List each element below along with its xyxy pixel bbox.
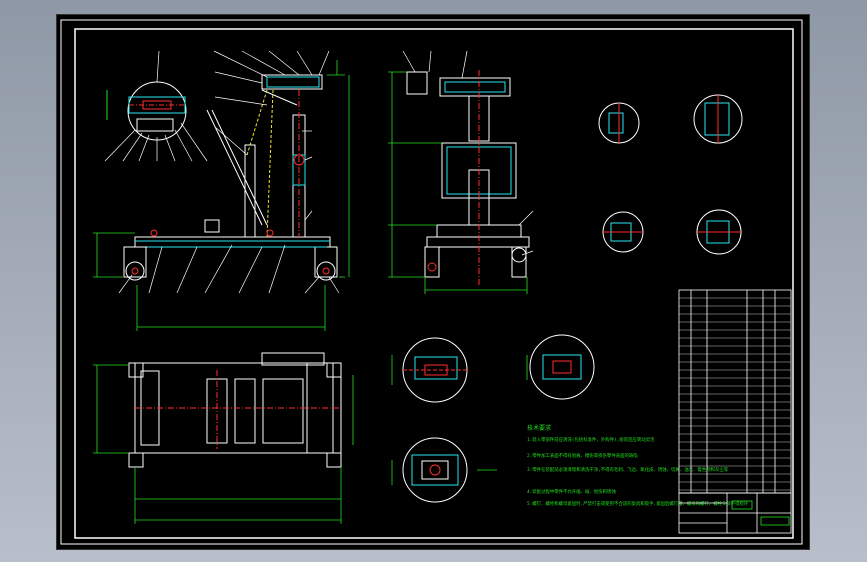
section-details (391, 334, 595, 503)
technical-requirements: 技术要求 1.装入零部件前应清洗(包括标准件、外购件),组装后应转动灵活 2.零… (527, 424, 749, 507)
front-elevation-view (93, 50, 350, 331)
inner-frame (74, 28, 794, 539)
tech-req-title: 技术要求 (527, 424, 551, 432)
tech-req-2: 2.零件加工表面不得有划痕、擦伤等损伤零件表面的缺陷 (527, 452, 638, 459)
parts-list (678, 289, 792, 494)
tech-req-3: 3.零件在装配前必须清理和清洗干净,不得有毛刺、飞边、氧化皮、锈蚀、切屑、油污、… (527, 466, 729, 473)
cad-drawing-sheet: 技术要求 1.装入零部件前应清洗(包括标准件、外购件),组装后应转动灵活 2.零… (56, 14, 810, 550)
tech-req-5: 5.螺钉、螺栓和螺母紧固时,严禁打击或使用不合适的旋具和扳手,紧固后螺钉槽、螺母… (527, 500, 749, 507)
detail-view-a (104, 50, 208, 162)
side-elevation-view (388, 50, 534, 294)
right-detail-views (598, 94, 743, 255)
tech-req-4: 4.装配过程中零件不允许磕、碰、划伤和锈蚀 (527, 488, 616, 495)
plan-view (93, 352, 354, 524)
title-block (678, 492, 792, 534)
outer-frame (60, 19, 803, 545)
parts-list-rows (679, 297, 791, 491)
cad-drawing: 技术要求 1.装入零部件前应清洗(包括标准件、外购件),组装后应转动灵活 2.零… (60, 19, 803, 545)
tech-req-1: 1.装入零部件前应清洗(包括标准件、外购件),组装后应转动灵活 (527, 436, 655, 443)
